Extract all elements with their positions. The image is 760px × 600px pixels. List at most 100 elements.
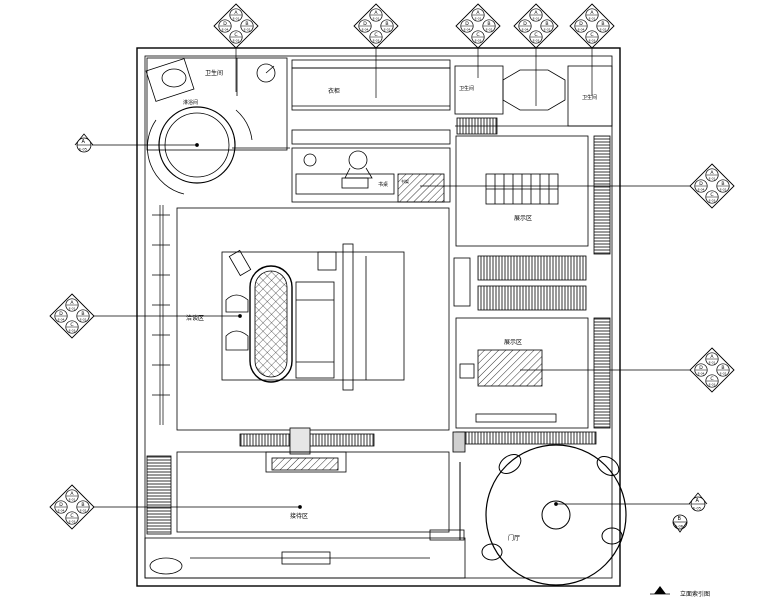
index-letter: D [59, 502, 63, 508]
display-mid [455, 317, 611, 429]
display-top-label: 展示区 [514, 215, 532, 222]
index-letter: C [590, 32, 593, 38]
index-sheet-code: E-02 [600, 27, 607, 31]
desk-area [291, 147, 451, 203]
index-letter: A [710, 170, 714, 176]
index-letter: D [523, 21, 527, 27]
index-sheet-code: E-04 [578, 27, 585, 31]
index-sheet-code: E-02 [384, 27, 391, 31]
index-letter: B [545, 21, 548, 27]
index-sheet-code: E-03 [589, 38, 596, 42]
index-letter: D [223, 21, 227, 27]
index-sheet-code: E-02 [80, 317, 87, 321]
index-letter: A [70, 491, 74, 497]
single-index-letter: A [696, 498, 700, 504]
index-letter: D [59, 311, 63, 317]
index-sheet-code: E-03 [233, 38, 240, 42]
index-letter: B [721, 181, 724, 187]
small-index-marker: B E-06 [672, 514, 688, 533]
index-sheet-code: E-04 [698, 371, 705, 375]
index-letter: A [374, 10, 378, 16]
legend: 立面索引图 [650, 586, 710, 598]
reception-area [144, 451, 466, 579]
wardrobe-top [291, 59, 451, 145]
toilets-top [454, 65, 613, 135]
single-index-sheet: E-05 [79, 148, 87, 152]
single-index-letter: A [82, 139, 86, 145]
shower-label: 淋浴间 [183, 99, 198, 106]
wardrobe-label: 衣柜 [328, 87, 340, 95]
index-sheet-code: E-03 [709, 382, 716, 386]
single-index-marker-right: A E-05 [688, 492, 708, 512]
index-letter: D [363, 21, 367, 27]
index-letter: B [245, 21, 248, 27]
index-letter: C [70, 322, 73, 328]
index-letter: B [81, 502, 84, 508]
toilet-right-label: 卫生间 [582, 94, 597, 101]
outer-walls [136, 47, 621, 587]
index-sheet-code: E-01 [709, 176, 716, 180]
index-letter: C [710, 376, 713, 382]
small-index-letter: B [678, 516, 682, 522]
index-sheet-code: E-03 [709, 198, 716, 202]
bath-area [145, 57, 290, 195]
index-letter: B [487, 21, 490, 27]
index-letter: D [465, 21, 469, 27]
index-sheet-code: E-04 [464, 27, 471, 31]
legend-title: 立面索引图 [680, 590, 710, 598]
left-shelves [152, 205, 170, 425]
bath-label: 卫生间 [205, 69, 223, 77]
index-sheet-code: E-01 [233, 16, 240, 20]
small-index-sheet: E-06 [675, 525, 683, 529]
index-sheet-code: E-04 [222, 27, 229, 31]
index-sheet-code: E-02 [80, 508, 87, 512]
index-sheet-code: E-04 [362, 27, 369, 31]
index-letter: A [476, 10, 480, 16]
single-index-sheet: E-05 [693, 507, 701, 511]
display-mid-label: 展示区 [504, 339, 522, 346]
meeting-label: 洽谈区 [186, 314, 204, 322]
index-sheet-code: E-04 [58, 317, 65, 321]
index-sheet-code: E-02 [244, 27, 251, 31]
hall-area [459, 444, 627, 586]
index-letter: B [385, 21, 388, 27]
single-index-marker-left: A E-05 [74, 133, 94, 153]
index-letter: A [70, 300, 74, 306]
index-letter: D [699, 181, 703, 187]
index-letter: B [601, 21, 604, 27]
meeting-area [176, 207, 450, 431]
index-sheet-code: E-02 [720, 187, 727, 191]
index-letter: C [710, 192, 713, 198]
toilet-left-label: 卫生间 [459, 85, 474, 92]
index-letter: C [534, 32, 537, 38]
index-sheet-code: E-03 [373, 38, 380, 42]
shelf-label: 书架 [401, 178, 409, 184]
index-sheet-code: E-02 [486, 27, 493, 31]
index-letter: D [579, 21, 583, 27]
divider-strip [239, 427, 597, 473]
index-sheet-code: E-03 [69, 328, 76, 332]
elevation-index-markers: AE-01BE-02CE-03DE-04AE-01BE-02CE-03DE-04… [49, 3, 735, 530]
index-letter: C [476, 32, 479, 38]
index-letter: C [70, 513, 73, 519]
index-letter: A [710, 354, 714, 360]
display-top [453, 135, 611, 311]
index-sheet-code: E-01 [373, 16, 380, 20]
index-sheet-code: E-03 [533, 38, 540, 42]
index-letter: C [234, 32, 237, 38]
index-sheet-code: E-02 [720, 371, 727, 375]
index-letter: D [699, 365, 703, 371]
index-sheet-code: E-04 [522, 27, 529, 31]
index-letter: A [234, 10, 238, 16]
index-sheet-code: E-01 [589, 16, 596, 20]
index-sheet-code: E-01 [533, 16, 540, 20]
